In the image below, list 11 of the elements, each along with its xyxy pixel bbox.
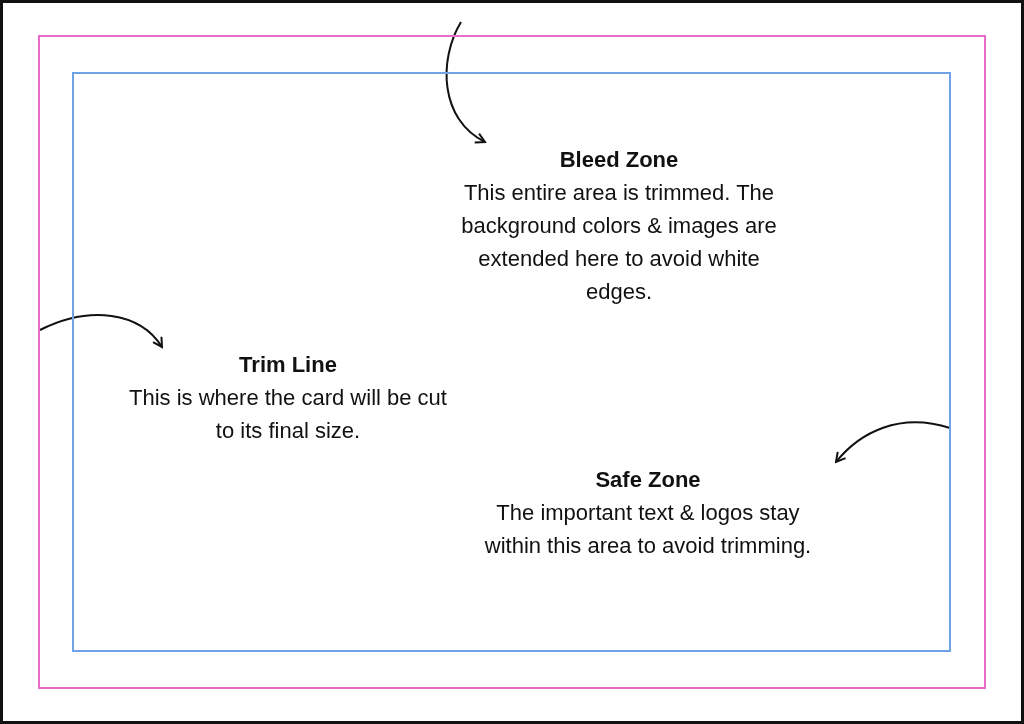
zone-description: This is where the card will be cut to its final size. xyxy=(128,384,448,445)
zone-description: This entire area is trimmed. The background colors & images are extended here to avoid white edges. xyxy=(460,179,778,306)
curved-arrow xyxy=(445,21,486,143)
zone-heading: Trim Line xyxy=(238,351,338,379)
curved-arrow xyxy=(39,314,163,348)
zone-heading: Safe Zone xyxy=(594,466,702,494)
trim-line-rectangle xyxy=(38,35,986,689)
zone-heading: Bleed Zone xyxy=(558,146,680,174)
zone-description: The important text & logos stay within this area to avoid trimming. xyxy=(483,499,813,560)
curved-arrow xyxy=(835,421,951,463)
safe-zone-rectangle xyxy=(72,72,951,652)
